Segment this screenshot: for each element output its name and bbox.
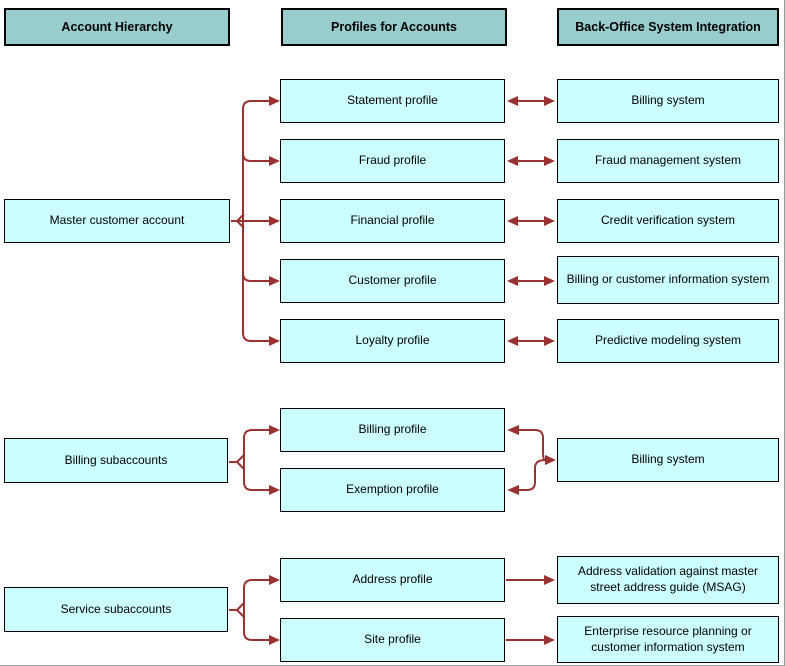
node-credit-verification-system: Credit verification system — [557, 199, 779, 243]
node-address-validation-msag: Address validation against master street… — [557, 556, 779, 604]
connector-billing-merge — [507, 425, 556, 495]
node-customer-profile: Customer profile — [280, 259, 505, 303]
node-statement-profile: Statement profile — [280, 79, 505, 123]
node-site-profile: Site profile — [280, 618, 505, 662]
header-profiles-for-accounts: Profiles for Accounts — [281, 8, 507, 46]
header-account-hierarchy: Account Hierarchy — [4, 8, 230, 46]
header-back-office-system-integration: Back-Office System Integration — [557, 8, 779, 46]
node-billing-system: Billing system — [557, 79, 779, 123]
node-billing-or-customer-information-system: Billing or customer information system — [557, 256, 779, 304]
node-service-subaccounts: Service subaccounts — [4, 587, 228, 632]
node-erp-or-customer-information-system: Enterprise resource planning or customer… — [557, 616, 779, 663]
node-address-profile: Address profile — [280, 558, 505, 602]
node-billing-system-subaccounts: Billing system — [557, 438, 779, 482]
node-billing-subaccounts: Billing subaccounts — [4, 438, 228, 483]
node-loyalty-profile: Loyalty profile — [280, 319, 505, 363]
connector-billing-fan — [229, 425, 280, 495]
node-exemption-profile: Exemption profile — [280, 468, 505, 512]
connector-service-fan — [229, 575, 280, 645]
node-fraud-management-system: Fraud management system — [557, 139, 779, 183]
node-predictive-modeling-system: Predictive modeling system — [557, 319, 779, 363]
connector-top-bidirectional-arrows — [507, 96, 555, 346]
node-billing-profile: Billing profile — [280, 408, 505, 452]
node-fraud-profile: Fraud profile — [280, 139, 505, 183]
connector-service-arrows — [506, 575, 555, 645]
node-master-customer-account: Master customer account — [4, 199, 230, 243]
node-financial-profile: Financial profile — [280, 199, 505, 243]
connector-master-fan — [231, 96, 280, 346]
